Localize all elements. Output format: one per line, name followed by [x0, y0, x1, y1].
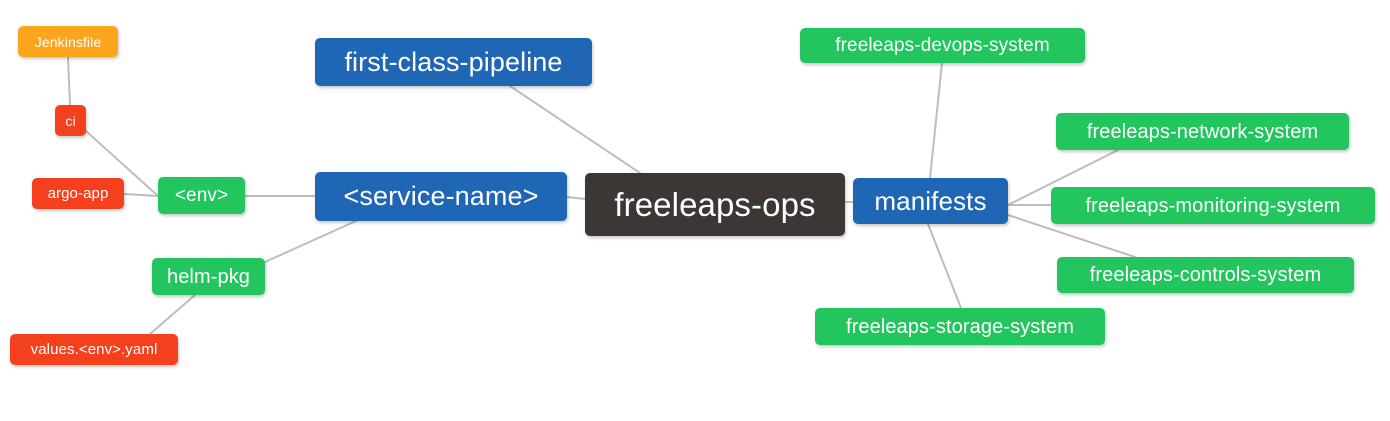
node-label-freeleaps-monitoring-system: freeleaps-monitoring-system [1085, 194, 1341, 217]
node-helm-pkg[interactable]: helm-pkg [152, 258, 265, 295]
edge-jenkinsfile-to-ci [67, 56, 71, 106]
node-label-jenkinsfile: Jenkinsfile [34, 33, 102, 50]
node-label-freeleaps-ops: freeleaps-ops [614, 186, 816, 223]
node-freeleaps-devops-system[interactable]: freeleaps-devops-system [800, 28, 1085, 63]
node-label-freeleaps-network-system: freeleaps-network-system [1086, 120, 1319, 143]
node-freeleaps-monitoring-system[interactable]: freeleaps-monitoring-system [1051, 187, 1375, 224]
node-label-argo-app: argo-app [47, 185, 109, 202]
node-freeleaps-storage-system[interactable]: freeleaps-storage-system [815, 308, 1105, 345]
node-manifests[interactable]: manifests [853, 178, 1008, 224]
edge-manifests-to-freeleaps-devops-system [929, 62, 943, 179]
node-label-first-class-pipeline: first-class-pipeline [344, 46, 563, 77]
edge-manifests-to-freeleaps-storage-system [927, 223, 962, 309]
node-label-helm-pkg: helm-pkg [166, 265, 251, 288]
node-first-class-pipeline[interactable]: first-class-pipeline [315, 38, 592, 86]
edge-first-class-pipeline-to-freeleaps-ops [509, 85, 641, 174]
node-ci[interactable]: ci [55, 105, 86, 136]
node-values-env-yaml[interactable]: values.<env>.yaml [10, 334, 178, 365]
node-label-freeleaps-storage-system: freeleaps-storage-system [845, 315, 1075, 338]
node-label-freeleaps-devops-system: freeleaps-devops-system [835, 35, 1050, 56]
node-label-freeleaps-controls-system: freeleaps-controls-system [1089, 264, 1322, 286]
node-label-manifests: manifests [874, 186, 987, 216]
edge-helm-pkg-to-service-name [264, 220, 357, 263]
node-freeleaps-network-system[interactable]: freeleaps-network-system [1056, 113, 1349, 150]
node-label-values-env-yaml: values.<env>.yaml [30, 341, 158, 358]
node-label-env: <env> [174, 185, 229, 206]
node-service-name[interactable]: <service-name> [315, 172, 567, 221]
edge-values-env-yaml-to-helm-pkg [149, 294, 196, 335]
node-jenkinsfile[interactable]: Jenkinsfile [18, 26, 118, 57]
node-freeleaps-ops[interactable]: freeleaps-ops [585, 173, 845, 236]
edge-service-name-to-freeleaps-ops [566, 196, 586, 200]
edge-argo-app-to-env [123, 193, 159, 197]
node-label-service-name: <service-name> [343, 181, 539, 211]
node-argo-app[interactable]: argo-app [32, 178, 124, 209]
node-freeleaps-controls-system[interactable]: freeleaps-controls-system [1057, 257, 1354, 293]
node-label-ci: ci [65, 112, 76, 129]
node-env[interactable]: <env> [158, 177, 245, 214]
